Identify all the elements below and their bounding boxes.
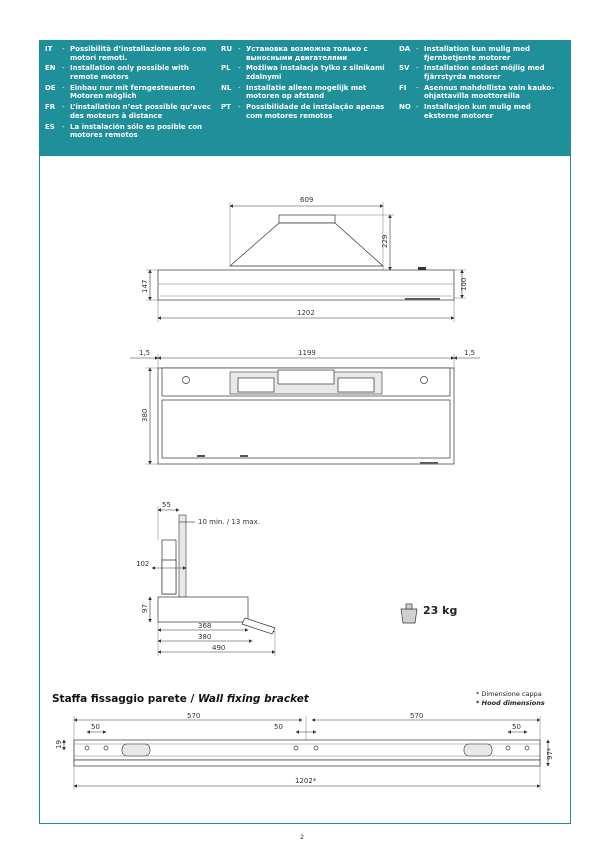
lang-row-da: DA-Installation kun mulig med fjernbetje… [399, 45, 530, 62]
chimney-funnel [229, 222, 384, 267]
lang-row-fr: FR-L’installation n’est possible qu’avec… [45, 103, 211, 120]
lang-row-nl: NL-Installatie alleen mogelijk met motor… [221, 83, 367, 101]
lang-row-sv: SV-Installation endast möjlig med fjärrs… [399, 64, 545, 81]
dim-55: 55 [162, 501, 171, 509]
language-notice-header: IT-Possibilità d’installazione solo con … [39, 40, 571, 156]
lang-row-en: EN-Installation only possible with remot… [45, 64, 189, 81]
weight-icon [400, 603, 418, 624]
dim-229: 229 [381, 235, 389, 248]
side-view-drawing: 55 10 min. / 13 max. 102 97 368 380 490 [136, 501, 276, 656]
lang-row-fi: FI-Asennus mahdollista vain kauko-ohjatt… [399, 83, 555, 101]
lang-row-pl: PL-Możliwa instalacja tylko z silnikami … [221, 64, 385, 81]
hood-body-side [157, 596, 249, 623]
dimension-legend: * Dimensione cappa * Hood dimensions [476, 690, 545, 707]
wall-bracket-drawing: 570 570 50 50 50 19 97* 1202* [55, 712, 554, 790]
lang-row-no: NO-Installasjon kun mulig med eksterne m… [399, 103, 531, 120]
dim-1-5-right: 1,5 [464, 349, 475, 357]
dim-100: 100 [460, 278, 468, 291]
dim-19: 19 [55, 740, 63, 749]
lang-row-pt: PT-Possibilidade de instalação apenas co… [221, 103, 385, 120]
lang-row-es: ES-La instalación sólo es posible con mo… [45, 122, 203, 140]
dim-368: 368 [198, 622, 211, 630]
front-view-drawing: 609 229 147 100 1202 [141, 196, 468, 322]
dim-1202: 1202 [297, 309, 315, 317]
dim-50-a: 50 [91, 723, 100, 731]
hood-body-front [157, 269, 455, 301]
language-column-1: IT-Possibilità d’installazione solo con … [45, 45, 217, 142]
dim-1-5-left: 1,5 [139, 349, 150, 357]
dim-380-plan: 380 [141, 409, 149, 422]
dim-50-c: 50 [512, 723, 521, 731]
page-number: 2 [300, 833, 305, 841]
dim-10-13: 10 min. / 13 max. [198, 518, 260, 526]
dim-102: 102 [136, 560, 149, 568]
weight-value: 23 kg [423, 604, 458, 617]
language-column-2: RU-Установка возможна только с выносными… [221, 45, 393, 123]
dim-609: 609 [300, 196, 313, 204]
dim-1202-bracket: 1202* [295, 777, 317, 785]
lang-row-it: IT-Possibilità d’installazione solo con … [45, 45, 207, 62]
language-column-3: DA-Installation kun mulig med fjernbetje… [399, 45, 567, 123]
dim-97-bracket: 97* [546, 747, 554, 760]
dim-1199: 1199 [298, 349, 316, 357]
lang-row-ru: RU-Установка возможна только с выносными… [221, 45, 368, 62]
dim-490: 490 [212, 644, 225, 652]
dim-570-right: 570 [410, 712, 423, 720]
dim-570-left: 570 [187, 712, 200, 720]
lang-row-de: DE-Einbau nur mit ferngesteuerten Motore… [45, 83, 196, 101]
dim-147: 147 [141, 280, 149, 293]
chimney-top [278, 214, 336, 224]
dim-97: 97 [141, 604, 149, 613]
plan-view-drawing: 1,5 1199 1,5 380 [130, 349, 480, 465]
dim-380-side: 380 [198, 633, 211, 641]
section-title: Staffa fissaggio parete / Wall fixing br… [52, 693, 309, 705]
dim-50-b: 50 [274, 723, 283, 731]
